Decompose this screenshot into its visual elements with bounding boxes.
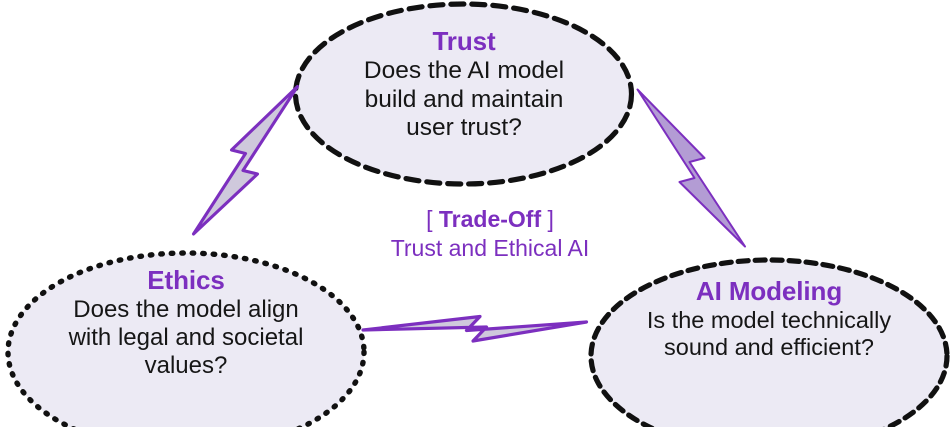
connector-trust-ai-modeling <box>636 88 746 248</box>
trust-title: Trust <box>432 26 496 56</box>
ethics-question-line-3: values? <box>144 351 228 379</box>
ethics-question-line-2: with legal and societal <box>68 323 304 351</box>
lightning-bolt-icon <box>361 314 589 343</box>
ai-modeling-question-line-2: sound and efficient? <box>664 334 874 361</box>
ethics-title: Ethics <box>147 265 225 295</box>
ethics-ellipse[interactable] <box>5 250 367 427</box>
node-shape-ai-modeling[interactable] <box>588 257 950 427</box>
node-label-ethics: Ethics Does the model align with legal a… <box>18 265 354 380</box>
trade-off-word: Trade-Off <box>438 206 542 232</box>
node-label-ai-modeling: AI Modeling Is the model technically sou… <box>600 276 938 362</box>
node-label-trust: Trust Does the AI model build and mainta… <box>300 26 628 142</box>
node-shape-ethics[interactable] <box>5 250 367 427</box>
connector-ethics-ai-modeling <box>361 314 589 343</box>
trade-off-subtitle: Trust and Ethical AI <box>390 235 590 261</box>
lightning-bolt-icon <box>636 88 746 248</box>
bracket-open: [ <box>426 206 433 232</box>
trust-ellipse[interactable] <box>292 1 635 187</box>
lightning-bolt-icon <box>191 84 300 236</box>
ai-modeling-ellipse[interactable] <box>588 257 950 427</box>
bracket-close: ] <box>547 206 554 232</box>
trade-off-headline: [ Trade-Off ] <box>345 206 635 233</box>
ai-modeling-title: AI Modeling <box>695 276 843 306</box>
trust-question-line-1: Does the AI model <box>363 57 565 85</box>
ai-modeling-question-line-1: Is the model technically <box>646 307 892 334</box>
node-shape-trust[interactable] <box>292 1 635 187</box>
connector-ethics-trust <box>191 84 300 236</box>
trust-question-line-2: build and maintain <box>364 85 564 113</box>
ethics-question-line-1: Does the model align <box>73 296 299 324</box>
trust-question-line-3: user trust? <box>406 113 522 141</box>
trade-off-label: [ Trade-Off ] Trust and Ethical AI <box>345 206 635 262</box>
